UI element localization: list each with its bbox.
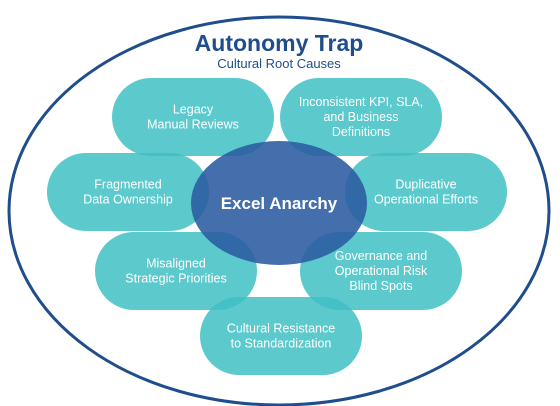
cause-pill-inconsistent: Inconsistent KPI, SLA,and BusinessDefini… [280, 78, 442, 156]
cause-label-line: Data Ownership [83, 193, 173, 207]
cause-label-line: Strategic Priorities [125, 272, 226, 286]
cause-label-line: Inconsistent KPI, SLA, [299, 95, 423, 109]
cause-label-line: Fragmented [94, 178, 161, 192]
cause-label-line: to Standardization [231, 337, 332, 351]
cause-label-line: Manual Reviews [147, 118, 239, 132]
cause-pill-shape [200, 297, 362, 375]
cause-label-line: Cultural Resistance [227, 322, 335, 336]
cause-pill-shape [280, 78, 442, 156]
cause-pill-shape [345, 153, 507, 231]
center-node: Excel Anarchy [191, 141, 367, 265]
cause-pill-shape [47, 153, 209, 231]
center-label: Excel Anarchy [221, 194, 338, 213]
cause-label-line: Operational Risk [335, 264, 428, 278]
diagram-subtitle: Cultural Root Causes [217, 56, 341, 71]
cause-label-line: Legacy [173, 103, 214, 117]
cause-label-line: Governance and [335, 249, 427, 263]
cause-label-line: and Business [323, 110, 398, 124]
cause-label-line: Misaligned [146, 257, 206, 271]
diagram-title: Autonomy Trap [195, 30, 364, 56]
cause-label-line: Blind Spots [349, 279, 412, 293]
center-circle [191, 141, 367, 265]
cause-label-line: Definitions [332, 125, 390, 139]
cause-label-line: Duplicative [395, 178, 456, 192]
cause-label-line: Operational Efforts [374, 193, 478, 207]
cause-pill-shape [300, 232, 462, 310]
cause-pill-shape [95, 232, 257, 310]
cause-pill-shape [112, 78, 274, 156]
